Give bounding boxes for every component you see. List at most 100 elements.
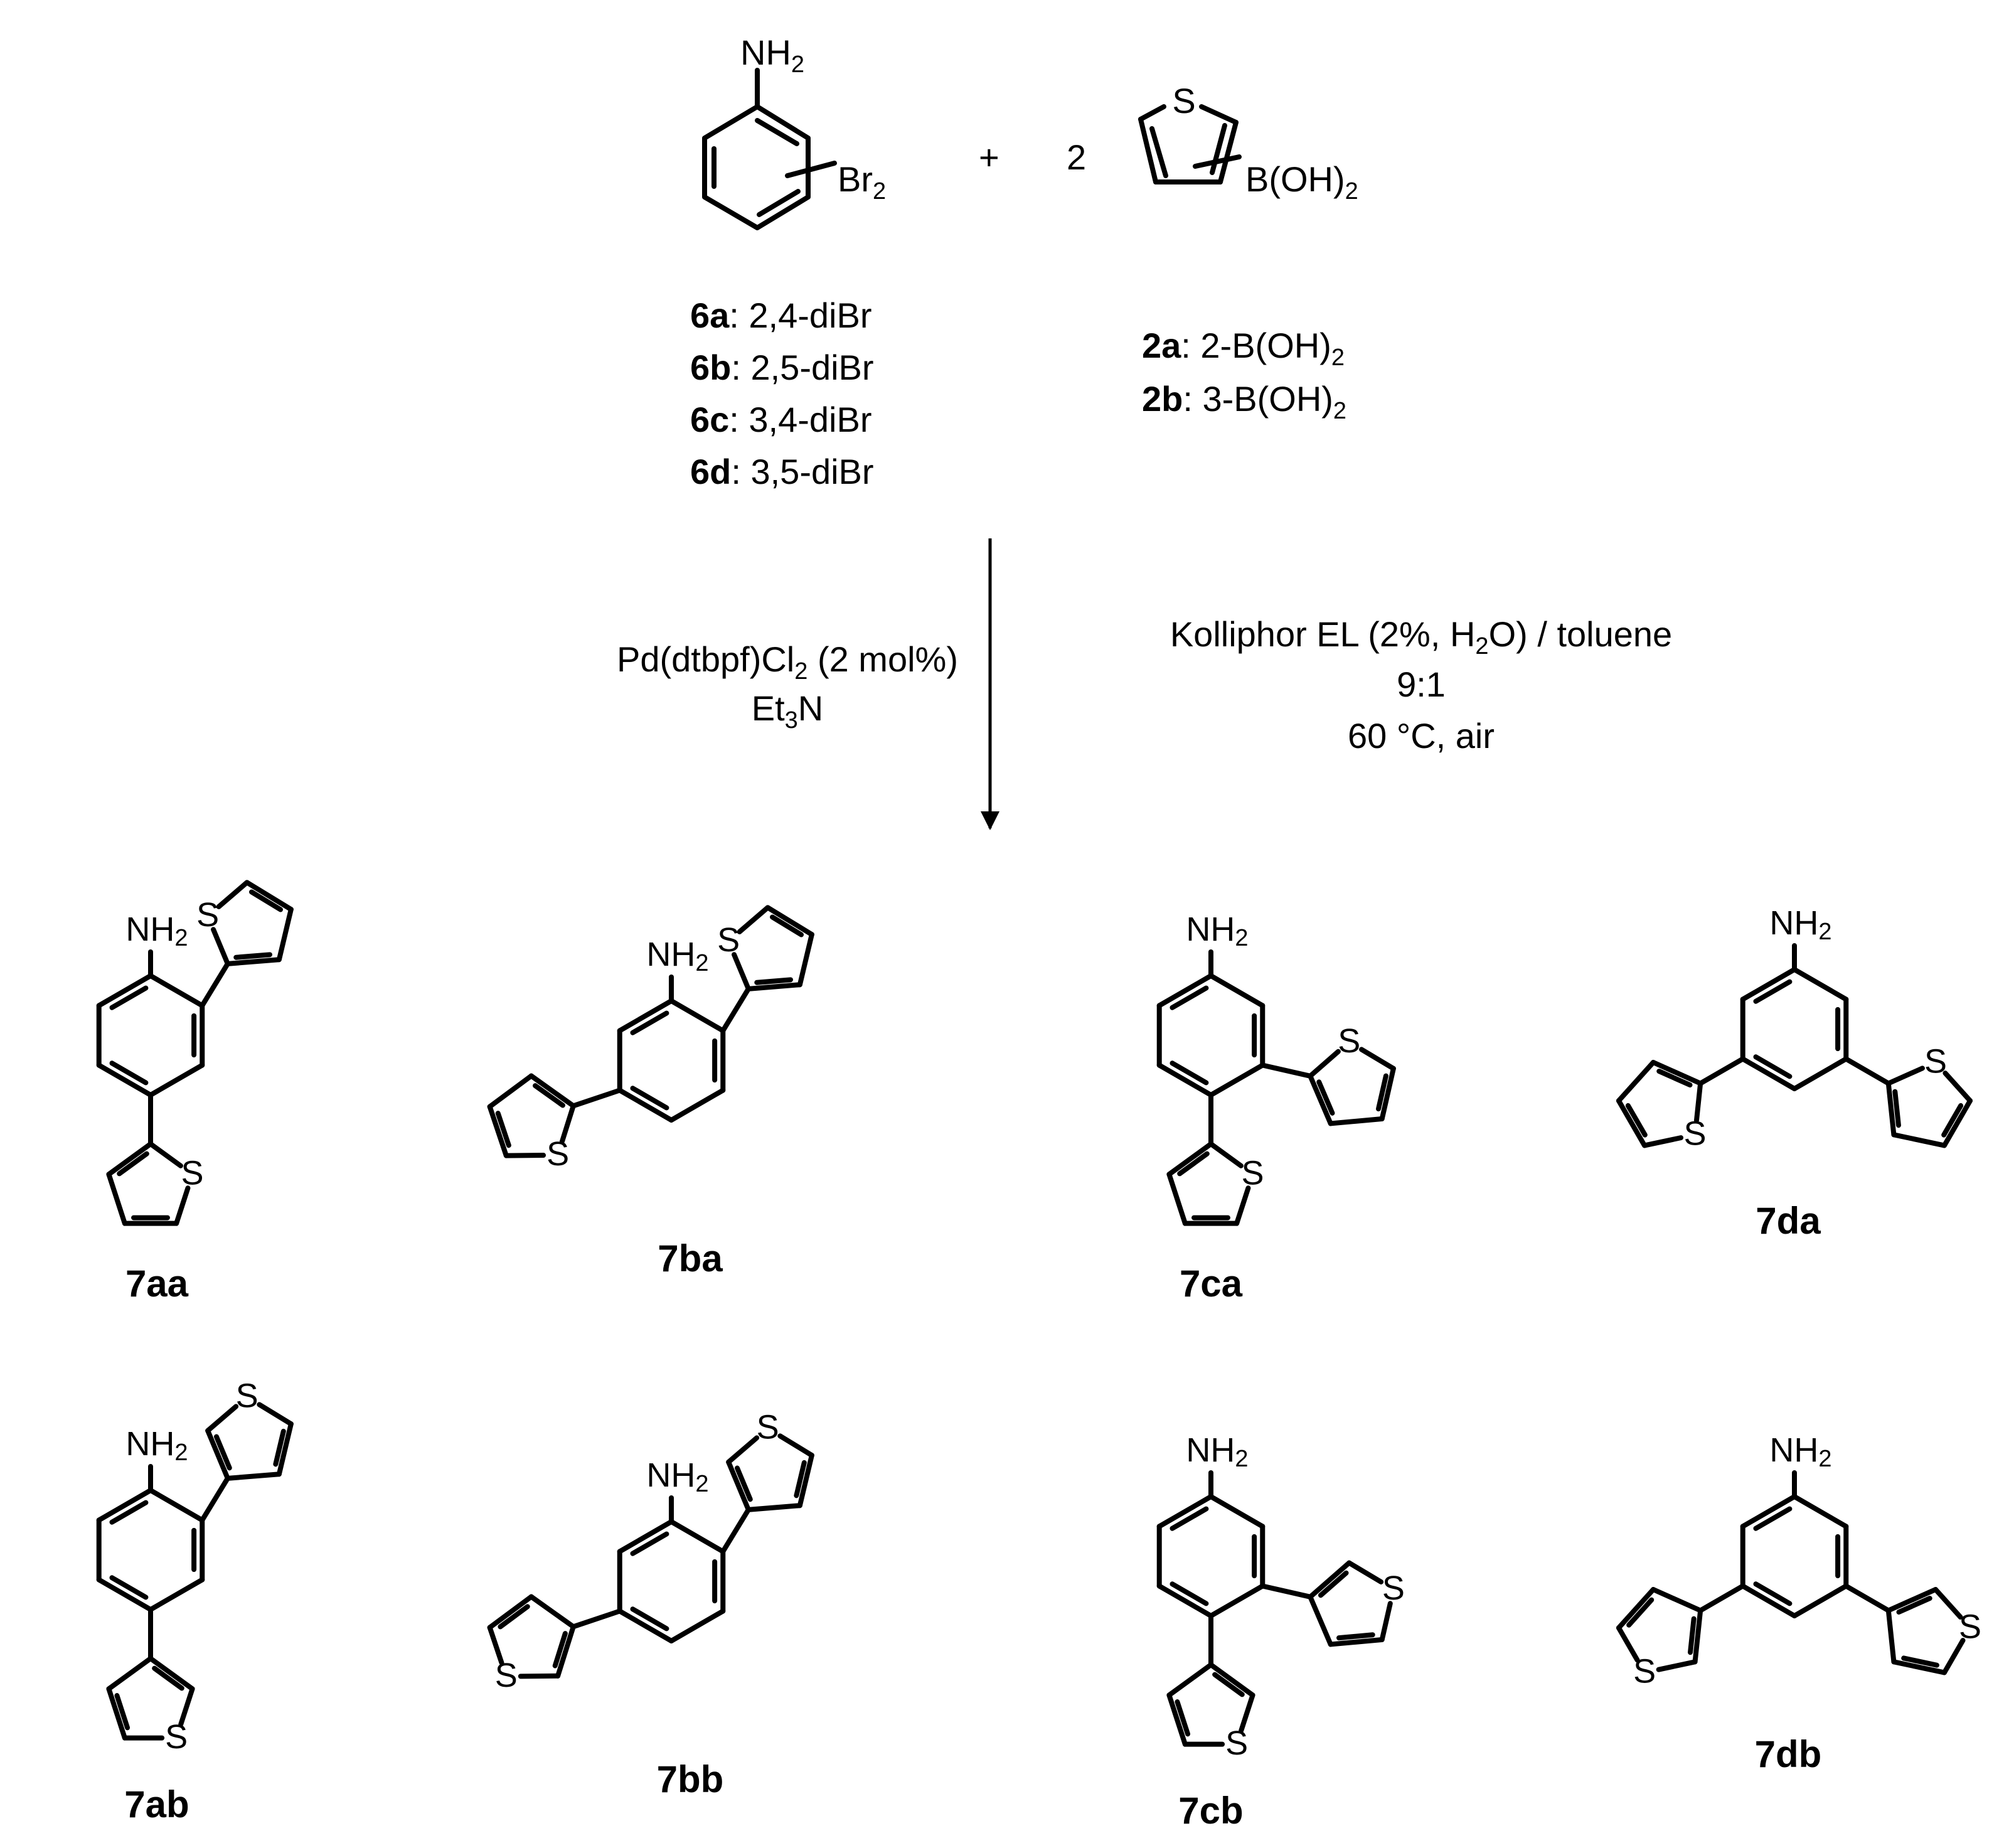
nh2-label: NH2 xyxy=(1769,904,1831,945)
thiophene-double-bond xyxy=(533,1083,565,1108)
thiophene-bond xyxy=(1885,1608,1897,1665)
compound-label: 7bb xyxy=(657,1758,724,1800)
thiophene-double-bond xyxy=(1688,1616,1697,1655)
thiophene-double-bond xyxy=(1316,1079,1335,1116)
compound-label: 7ab xyxy=(124,1783,189,1825)
thiophene-double-bond xyxy=(249,889,284,912)
thiophene-bond xyxy=(487,1073,534,1109)
thiophene-sulfur: S xyxy=(236,1377,258,1415)
conditions-left: Pd(dtbpf)Cl2 (2 mol%) Et3N xyxy=(617,639,958,734)
nh2-label: NH2 xyxy=(646,936,708,976)
thiophene-sulfur: S xyxy=(1684,1115,1707,1153)
thiophene-bond xyxy=(1616,1098,1648,1148)
thiophene-bond xyxy=(1885,1066,1925,1086)
thiophene-double-bond xyxy=(794,1460,807,1498)
thiophene-sulfur: S xyxy=(165,1718,188,1756)
thiophene-bond xyxy=(211,927,230,966)
thiophene-double-bond xyxy=(495,1111,511,1148)
aryl-aryl-bond xyxy=(1843,1583,1891,1613)
thiophene-sulfur: S xyxy=(717,921,740,959)
ratio-label: 9:1 xyxy=(1397,665,1446,704)
thiophene-bond xyxy=(797,932,814,988)
benzene-bond xyxy=(148,973,205,1008)
thiophene-bond xyxy=(106,1656,153,1692)
thiophene-bond xyxy=(205,1404,239,1433)
aryl-aryl-bond xyxy=(1698,1056,1745,1086)
benzene-bond xyxy=(1792,1583,1849,1618)
thiophene-bond xyxy=(148,1656,195,1692)
thiophene-double-bond xyxy=(1318,1570,1349,1598)
aryl-aryl-bond xyxy=(1260,1583,1313,1600)
thiophene-bond xyxy=(216,880,250,909)
thiophene-double-bond xyxy=(1941,1103,1964,1138)
benzene-double-bond xyxy=(630,1606,669,1632)
benzene-double-bond xyxy=(630,1010,669,1035)
benzene-bond xyxy=(1740,1494,1797,1529)
benzene-bond xyxy=(1740,1056,1797,1091)
thiophene-double-bond xyxy=(233,952,273,960)
thiophene-bond xyxy=(106,1172,127,1226)
benzene-double-bond xyxy=(1170,985,1209,1010)
thiophene-sulfur: S xyxy=(1382,1569,1405,1607)
plus-sign: + xyxy=(979,137,999,177)
thiophene-sulfur: S xyxy=(1924,1042,1947,1080)
reactant-thiopheneboronic-acid xyxy=(1138,104,1242,184)
benzene-double-bond xyxy=(1753,1054,1793,1079)
thiophene-bond xyxy=(1166,1172,1188,1226)
thiophene-double-bond xyxy=(552,1631,568,1669)
thiophene-bond xyxy=(276,1421,294,1477)
base-label: Et3N xyxy=(752,688,824,734)
benzene-bond xyxy=(1740,1583,1797,1618)
aryl-aryl-bond xyxy=(720,1507,751,1554)
thiophene-double-bond xyxy=(1626,1597,1655,1628)
nh2-label: NH2 xyxy=(740,33,804,78)
benzene-bond xyxy=(1208,1062,1266,1098)
benzene-double-bond xyxy=(630,1086,669,1111)
compound-label: 7ca xyxy=(1180,1263,1243,1305)
thiophene-bond xyxy=(1308,1560,1352,1600)
boronic-acid-label: B(OH)2 xyxy=(1245,159,1358,205)
thiophene-bond xyxy=(1891,1132,1947,1148)
benzene-double-bond xyxy=(630,1531,669,1556)
benzene-bond xyxy=(617,998,674,1033)
thiophene-bond xyxy=(1941,1638,1966,1675)
aryl-aryl-bond xyxy=(200,961,230,1008)
thiophene-bond xyxy=(1208,1662,1255,1698)
benzene-double-bond xyxy=(1753,1581,1793,1606)
thiophene-bond xyxy=(1308,1073,1333,1126)
benzene-bond xyxy=(669,998,726,1033)
nh2-label: NH2 xyxy=(1186,911,1248,951)
nh2-label: NH2 xyxy=(1186,1431,1248,1472)
thiophene-bond xyxy=(745,1503,802,1512)
benzene-bond xyxy=(96,1577,153,1612)
benzene-bond xyxy=(96,1062,153,1098)
compound-label: 7ba xyxy=(658,1237,723,1279)
thiophene-bond xyxy=(503,1153,546,1158)
nh2-label: NH2 xyxy=(125,1425,188,1466)
thiophene-bond xyxy=(487,1104,509,1158)
thiophene-bond xyxy=(1885,1081,1897,1138)
thiophene-bond xyxy=(732,952,751,991)
benzene-double-bond xyxy=(109,985,149,1010)
thiophene-bond xyxy=(1891,1659,1947,1675)
thiophene-bond xyxy=(174,1185,191,1226)
benzene-double-bond xyxy=(1170,1060,1209,1086)
benzene-bond xyxy=(1792,1056,1849,1091)
thiophene-bond xyxy=(244,880,294,912)
thiophene-double-bond xyxy=(1375,1073,1388,1112)
thiophene-bond xyxy=(1651,1060,1703,1086)
compound-label: 7aa xyxy=(125,1263,189,1305)
benzene-bond xyxy=(669,1519,726,1554)
thiophene-bond xyxy=(257,1402,294,1427)
nh2-label: NH2 xyxy=(1769,1431,1831,1472)
solvent-label: Kolliphor EL (2%, H2O) / toluene xyxy=(1170,614,1672,660)
thiophene-bond xyxy=(1328,1637,1385,1647)
thiophene-double-bond xyxy=(117,1151,149,1177)
thiophene-double-bond xyxy=(734,1465,753,1502)
thiophene-double-bond xyxy=(1656,1069,1693,1088)
benzene-bond xyxy=(1156,973,1213,1008)
br2-label: Br2 xyxy=(838,159,886,205)
thiophene-double-bond xyxy=(1892,1089,1901,1128)
